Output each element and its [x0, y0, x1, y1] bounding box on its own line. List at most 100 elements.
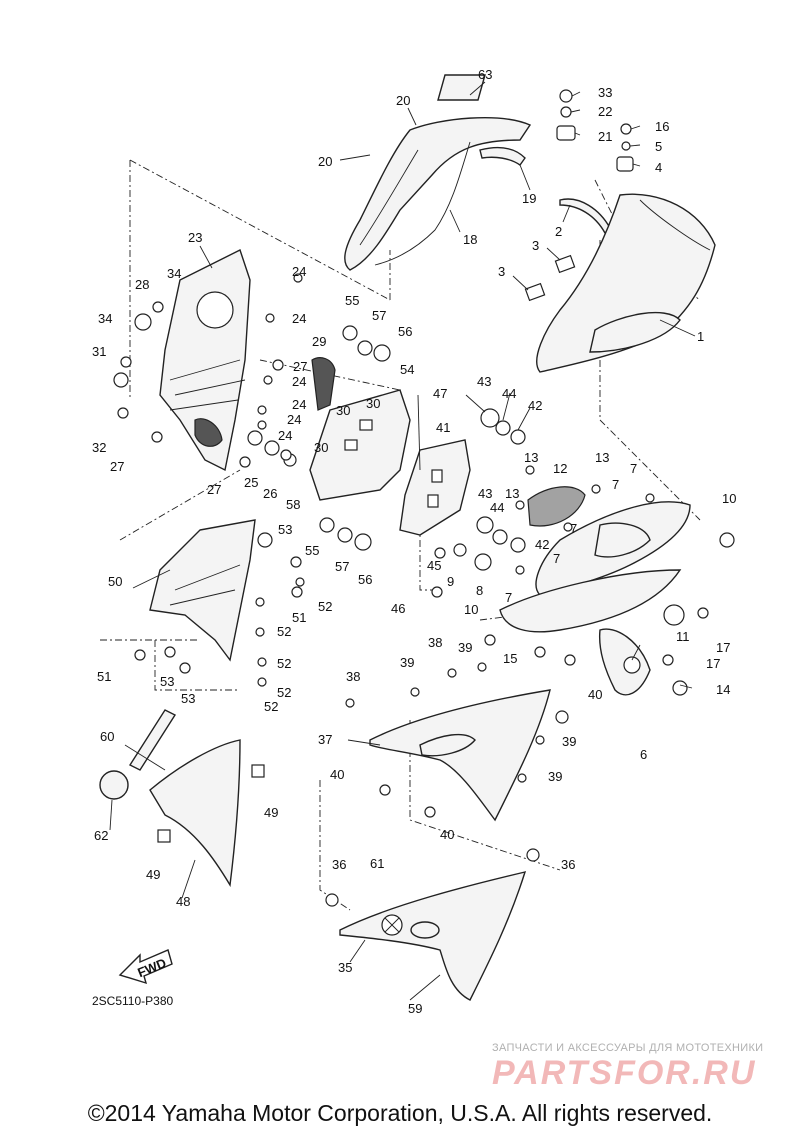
callout-7-d: 7: [553, 551, 560, 566]
callout-24-c: 24: [292, 374, 306, 389]
lower-panel: [339, 871, 527, 1001]
callout-52-b: 52: [277, 624, 291, 639]
callout-47: 47: [433, 386, 447, 401]
callout-20-top: 20: [396, 93, 410, 108]
callout-53-b: 53: [160, 674, 174, 689]
callout-42-mid: 42: [535, 537, 549, 552]
callout-62: 62: [94, 828, 108, 843]
callout-1: 1: [697, 329, 704, 344]
callout-2: 2: [555, 224, 562, 239]
callout-9: 9: [447, 574, 454, 589]
front-cowl: [524, 193, 716, 373]
callout-61: 61: [370, 856, 384, 871]
copyright-notice: ©2014 Yamaha Motor Corporation, U.S.A. A…: [87, 1100, 713, 1126]
leader-lines: [109, 81, 696, 1001]
lower-bracket-left: [149, 519, 273, 662]
watermark-logo: PARTSFOR.RU: [492, 1054, 756, 1092]
callout-27-b: 27: [293, 359, 307, 374]
callout-50: 50: [108, 574, 122, 589]
callout-34-b: 34: [98, 311, 112, 326]
callout-7-b: 7: [612, 477, 619, 492]
side-panel-left: [99, 709, 265, 888]
callout-40-right: 40: [588, 687, 602, 702]
callout-27-a: 27: [110, 459, 124, 474]
callout-31: 31: [92, 344, 106, 359]
callout-14: 14: [716, 682, 730, 697]
callout-18: 18: [463, 232, 477, 247]
callout-40-a: 40: [330, 767, 344, 782]
callout-44-mid: 44: [490, 500, 504, 515]
reference-code: 2SC5110-P380: [92, 994, 174, 1008]
callout-39-a: 39: [458, 640, 472, 655]
callout-42-top: 42: [528, 398, 542, 413]
side-panel-center: [369, 689, 551, 822]
side-cowl-right: [499, 501, 691, 696]
callout-54: 54: [400, 362, 414, 377]
callout-60: 60: [100, 729, 114, 744]
callout-36-right: 36: [561, 857, 575, 872]
callout-52-d: 52: [264, 699, 278, 714]
callout-10-mid: 10: [464, 602, 478, 617]
callout-51-a: 51: [292, 610, 306, 625]
callout-3-a: 3: [532, 238, 539, 253]
callout-58: 58: [286, 497, 300, 512]
callout-32: 32: [92, 440, 106, 455]
callout-23: 23: [188, 230, 202, 245]
hardware: [113, 89, 735, 907]
callout-19: 19: [522, 191, 536, 206]
inner-bracket-left: [159, 249, 251, 472]
callout-16: 16: [655, 119, 669, 134]
callout-52-e: 52: [277, 685, 291, 700]
callout-37: 37: [318, 732, 332, 747]
callout-52-a: 52: [318, 599, 332, 614]
callout-17-b: 17: [706, 656, 720, 671]
callout-27-c: 27: [207, 482, 221, 497]
callout-49-left: 49: [146, 867, 160, 882]
callout-39-b: 39: [400, 655, 414, 670]
callout-11: 11: [676, 629, 690, 644]
callout-13-b: 13: [595, 450, 609, 465]
callout-21: 21: [598, 129, 612, 144]
callout-30-c: 30: [314, 440, 328, 455]
callout-59: 59: [408, 1001, 422, 1016]
callout-52-c: 52: [277, 656, 291, 671]
callout-7-a: 7: [630, 461, 637, 476]
callout-33: 33: [598, 85, 612, 100]
callout-57-top: 57: [372, 308, 386, 323]
callout-17-a: 17: [716, 640, 730, 655]
callout-55-mid: 55: [305, 543, 319, 558]
callout-6: 6: [640, 747, 647, 762]
callout-28: 28: [135, 277, 149, 292]
callout-13-c: 13: [505, 486, 519, 501]
callout-24-a: 24: [292, 264, 306, 279]
callout-22: 22: [598, 104, 612, 119]
callout-10-right: 10: [722, 491, 736, 506]
callout-39-c: 39: [562, 734, 576, 749]
callout-44-top: 44: [502, 386, 516, 401]
svg-text:PARTSFOR.RU: PARTSFOR.RU: [492, 1054, 756, 1092]
callout-30-a: 30: [366, 396, 380, 411]
callout-39-d: 39: [548, 769, 562, 784]
callout-45: 45: [427, 558, 441, 573]
callout-40-b: 40: [440, 827, 454, 842]
callout-56-mid: 56: [358, 572, 372, 587]
fwd-arrow-icon: FWD: [118, 949, 173, 985]
callout-3-b: 3: [498, 264, 505, 279]
callout-20-left: 20: [318, 154, 332, 169]
callout-41: 41: [436, 420, 450, 435]
callout-38-a: 38: [428, 635, 442, 650]
callout-24-d: 24: [292, 397, 306, 412]
callout-63: 63: [478, 67, 492, 82]
callout-56-top: 56: [398, 324, 412, 339]
callout-35: 35: [338, 960, 352, 975]
callout-7-e: 7: [505, 590, 512, 605]
callout-5: 5: [655, 139, 662, 154]
callout-43-top: 43: [477, 374, 491, 389]
watermark-subtitle: ЗАПЧАСТИ И АКСЕССУАРЫ ДЛЯ МОТОТЕХНИКИ: [492, 1042, 764, 1054]
callout-24-f: 24: [278, 428, 292, 443]
callout-7-c: 7: [570, 521, 577, 536]
callout-43-mid: 43: [478, 486, 492, 501]
callout-53-c: 53: [181, 691, 195, 706]
callout-13-a: 13: [524, 450, 538, 465]
